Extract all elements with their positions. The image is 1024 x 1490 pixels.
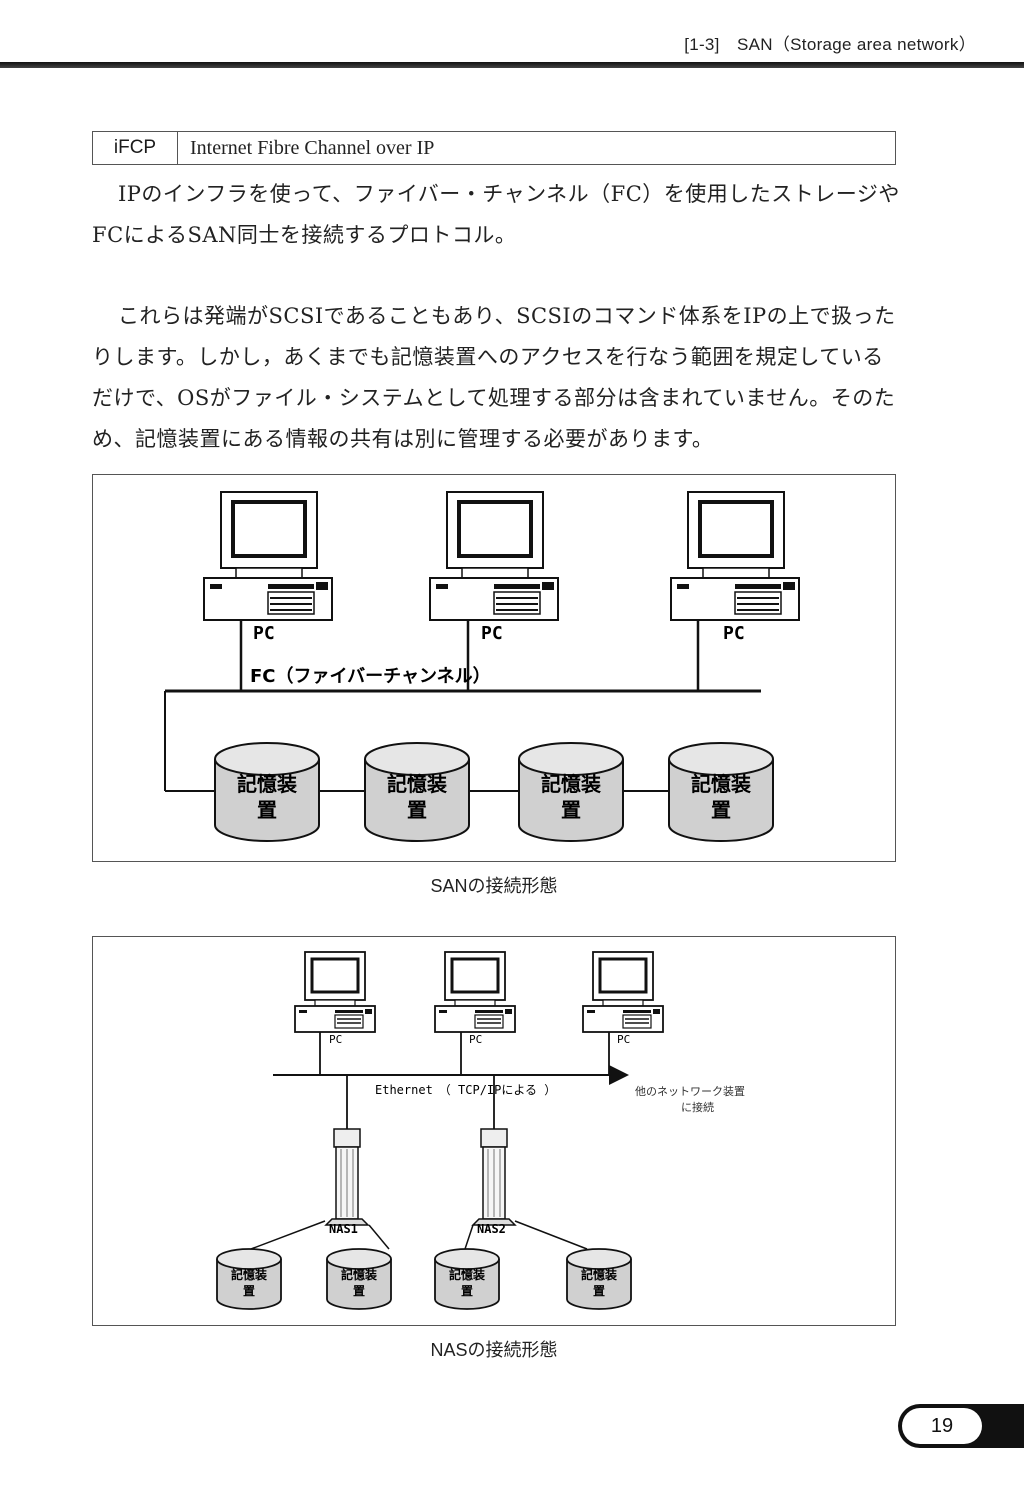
svg-text:置: 置	[257, 798, 277, 822]
nas-pc-2	[433, 950, 517, 1034]
svg-text:置: 置	[407, 798, 427, 822]
nas2-label: NAS2	[477, 1222, 506, 1236]
svg-text:記憶装: 記憶装	[449, 1267, 485, 1282]
san-pc-3	[669, 490, 801, 622]
nas-pc-label-3: PC	[617, 1033, 630, 1046]
nas-storage-4: 記憶装 置	[566, 1248, 632, 1310]
nas-pc-label-1: PC	[329, 1033, 342, 1046]
nas-pc-3	[581, 950, 665, 1034]
svg-text:記憶装: 記憶装	[231, 1267, 267, 1282]
nas-storage-1: 記憶装 置	[216, 1248, 282, 1310]
san-storage-1: 記憶装 置	[214, 742, 320, 842]
san-storage-4: 記憶装 置	[668, 742, 774, 842]
svg-text:置: 置	[243, 1284, 255, 1298]
svg-text:記憶装: 記憶装	[387, 772, 447, 796]
svg-text:置: 置	[593, 1284, 605, 1298]
svg-text:記憶装: 記憶装	[581, 1267, 617, 1282]
ethernet-label: Ethernet （ TCP/IPによる ）	[375, 1083, 556, 1097]
svg-text:記憶装: 記憶装	[691, 772, 751, 796]
san-caption: SANの接続形態	[430, 876, 558, 896]
header-rule	[0, 62, 1024, 68]
term-definition-box: iFCP Internet Fibre Channel over IP	[92, 131, 896, 165]
san-pc-label-2: PC	[481, 623, 503, 644]
san-pc-label-3: PC	[723, 623, 745, 644]
external-network-label-1: 他のネットワーク装置	[635, 1085, 745, 1098]
nas-device-2	[472, 1128, 516, 1226]
svg-text:記憶装: 記憶装	[541, 772, 601, 796]
term-full-name: Internet Fibre Channel over IP	[190, 136, 435, 159]
san-pc-2	[428, 490, 560, 622]
running-header: [1-3] SAN（Storage area network）	[684, 35, 976, 54]
san-pc-label-1: PC	[253, 623, 275, 644]
svg-text:置: 置	[711, 798, 731, 822]
san-storage-3: 記憶装 置	[518, 742, 624, 842]
term-abbreviation: iFCP	[93, 132, 178, 164]
san-pc-1	[202, 490, 334, 622]
nas-pc-1	[293, 950, 377, 1034]
page-number: 19	[902, 1408, 982, 1444]
san-storage-2: 記憶装 置	[364, 742, 470, 842]
ifcp-description: IPのインフラを使って、ファイバー・チャンネル（FC）を使用したストレージやFC…	[92, 182, 900, 247]
body-paragraph: これらは発端がSCSIであることもあり、SCSIのコマンド体系をIPの上で扱った…	[92, 304, 896, 451]
san-diagram: PC PC PC FC（ファイバーチャンネル） 記憶装 置 記憶装 置 記憶装 …	[92, 474, 896, 862]
svg-text:記憶装: 記憶装	[341, 1267, 377, 1282]
svg-text:置: 置	[561, 798, 581, 822]
nas1-label: NAS1	[329, 1222, 358, 1236]
nas-pc-label-2: PC	[469, 1033, 482, 1046]
svg-text:置: 置	[461, 1284, 473, 1298]
nas-diagram: PC PC PC Ethernet （ TCP/IPによる ） 他のネットワーク…	[92, 936, 896, 1326]
nas-device-1	[325, 1128, 369, 1226]
svg-text:記憶装: 記憶装	[237, 772, 297, 796]
svg-text:置: 置	[353, 1284, 365, 1298]
fc-bus-label: FC（ファイバーチャンネル）	[250, 666, 491, 687]
nas-storage-3: 記憶装 置	[434, 1248, 500, 1310]
nas-caption: NASの接続形態	[430, 1340, 558, 1360]
nas-storage-2: 記憶装 置	[326, 1248, 392, 1310]
external-network-label-2: に接続	[681, 1100, 714, 1114]
